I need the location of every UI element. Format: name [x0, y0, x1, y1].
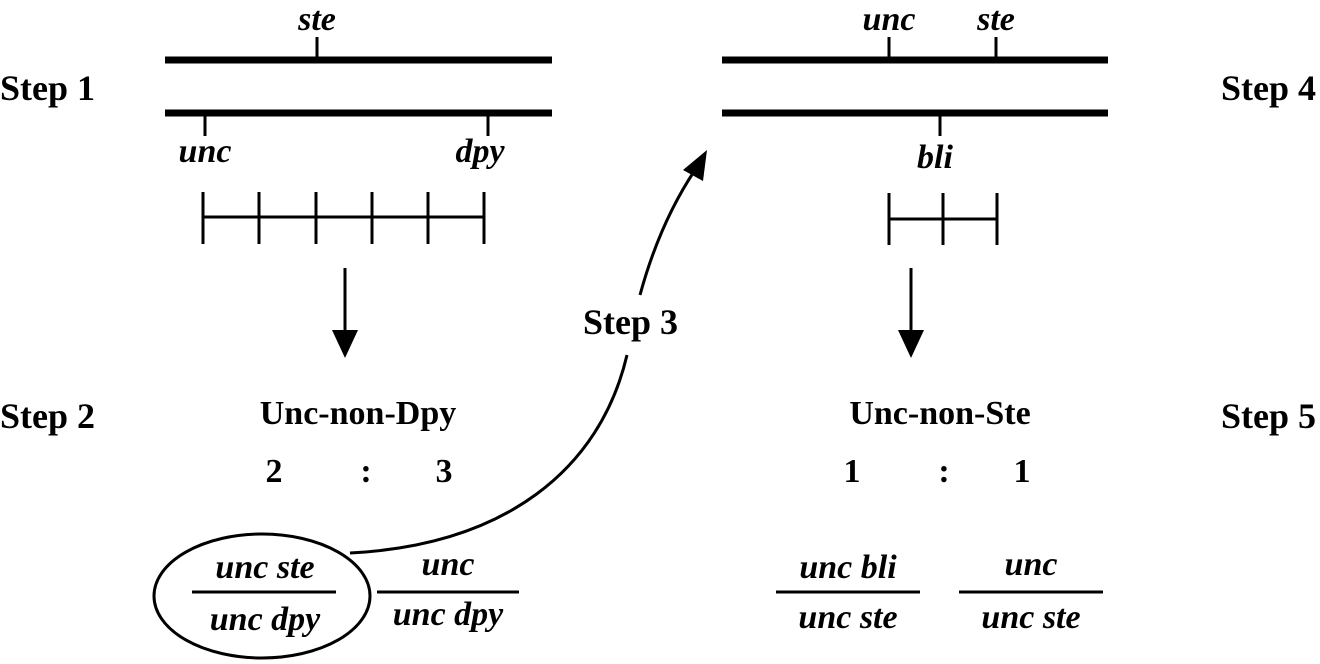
ratio-right-value: 3 — [436, 453, 453, 490]
genotype-1-bottom: unc dpy — [210, 601, 321, 638]
phenotype-unc-non-ste: Unc-non-Ste — [849, 395, 1030, 432]
genotype-3-bottom: unc ste — [798, 599, 897, 636]
gene-label-unc-right: unc — [863, 1, 916, 38]
gene-label-bli: bli — [917, 139, 953, 176]
ratio-right-value-right: 1 — [1014, 453, 1031, 490]
step-4-label: Step 4 — [1221, 68, 1316, 108]
gene-label-dpy: dpy — [455, 133, 505, 170]
left-interval-ruler — [201, 192, 486, 244]
step-1-label: Step 1 — [0, 68, 95, 108]
genotype-4-top: unc — [1005, 546, 1058, 583]
genotype-2-bottom: unc dpy — [393, 596, 504, 633]
step-2-label: Step 2 — [0, 396, 95, 436]
genotype-1-top: unc ste — [215, 549, 314, 586]
right-chromosome-pair — [722, 37, 1108, 136]
ratio-left-colon: : — [360, 453, 371, 490]
phenotype-unc-non-dpy: Unc-non-Dpy — [260, 395, 456, 432]
step-3-label: Step 3 — [583, 302, 678, 342]
ratio-left-value-right: 1 — [844, 453, 861, 490]
right-interval-ruler — [887, 193, 999, 245]
ratio-colon-right: : — [938, 453, 949, 490]
selected-genotype-ellipse — [152, 532, 372, 660]
gene-label-unc: unc — [179, 133, 232, 170]
genotype-3-top: unc bli — [799, 549, 897, 586]
gene-label-ste: ste — [297, 1, 336, 38]
gene-label-ste-right: ste — [976, 1, 1015, 38]
right-down-arrow — [898, 268, 924, 358]
ratio-left-value: 2 — [266, 453, 283, 490]
genotype-2-top: unc — [422, 546, 475, 583]
step-3-curved-arrow — [349, 150, 707, 555]
genotype-4-bottom: unc ste — [981, 599, 1080, 636]
step-5-label: Step 5 — [1221, 396, 1316, 436]
left-chromosome-pair — [165, 37, 552, 136]
left-down-arrow — [332, 268, 358, 358]
